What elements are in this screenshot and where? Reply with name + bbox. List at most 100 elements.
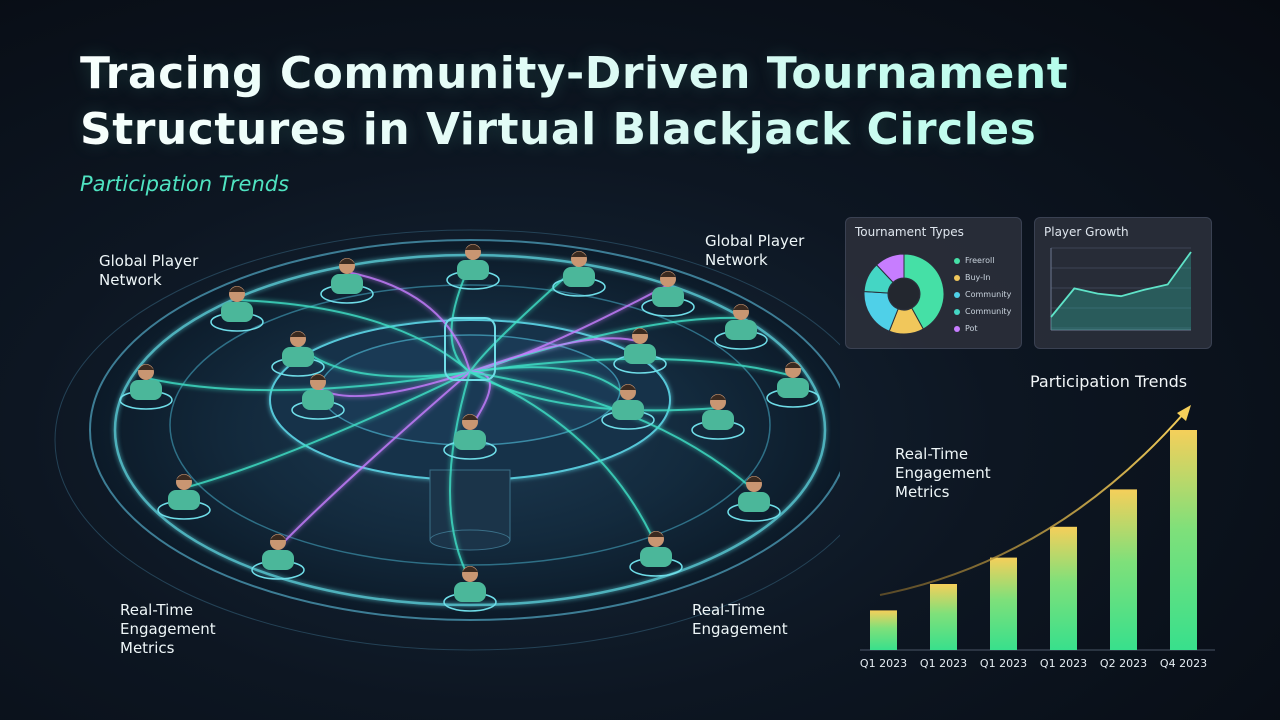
avatar-body	[624, 344, 656, 364]
network-link	[183, 371, 471, 489]
player-avatar	[291, 374, 345, 420]
network-link	[236, 299, 471, 373]
label-engagement-left: Real-Time Engagement Metrics	[120, 601, 216, 657]
player-avatar	[613, 328, 667, 374]
avatar-hair	[270, 534, 286, 540]
label-global-network-right: Global Player Network	[705, 232, 805, 269]
tournament-types-title: Tournament Types	[855, 225, 964, 239]
player-avatar	[251, 534, 305, 580]
avatar-hair	[746, 476, 762, 482]
x-tick-label: Q1 2023	[980, 657, 1027, 670]
legend-item: Freeroll	[954, 252, 1011, 269]
player-avatar	[629, 531, 683, 577]
page-subtitle: Participation Trends	[80, 172, 290, 196]
network-link	[469, 264, 580, 373]
avatar-hair	[462, 566, 478, 572]
x-tick-label: Q1 2023	[920, 657, 967, 670]
trend-arrow-head	[1177, 405, 1191, 421]
legend-item: Community	[954, 286, 1011, 303]
avatar-body	[282, 347, 314, 367]
avatar-hair	[339, 258, 355, 264]
avatar-hair	[571, 251, 587, 257]
tournament-types-legend: Freeroll Buy-In Community Community Pot	[954, 252, 1011, 337]
legend-dot	[954, 291, 960, 298]
network-link	[469, 371, 657, 546]
player-avatar	[119, 364, 173, 410]
avatar-hair	[632, 328, 648, 334]
avatar-hair	[310, 374, 326, 380]
bar	[930, 584, 957, 650]
tournament-types-panel: Tournament Types Freeroll Buy-In Communi…	[845, 217, 1022, 349]
legend-item: Buy-In	[954, 269, 1011, 286]
avatar-hair	[620, 384, 636, 390]
avatar-body	[331, 274, 363, 294]
avatar-body	[221, 302, 253, 322]
outer-rings	[54, 229, 840, 651]
avatar-body	[738, 492, 770, 512]
player-growth-panel: Player Growth	[1034, 217, 1212, 349]
avatar-hair	[462, 414, 478, 420]
donut-slice	[875, 253, 905, 284]
player-avatar	[766, 362, 820, 408]
avatar-hair	[733, 304, 749, 310]
x-tick-label: Q1 2023	[1040, 657, 1087, 670]
player-avatar	[446, 244, 500, 290]
avatar-body	[130, 380, 162, 400]
player-growth-title: Player Growth	[1044, 225, 1129, 239]
legend-dot	[954, 257, 960, 264]
player-network-diagram	[54, 229, 840, 651]
avatar-hair	[785, 362, 801, 368]
avatar-body	[725, 320, 757, 340]
avatar-body	[454, 582, 486, 602]
x-tick-label: Q4 2023	[1160, 657, 1207, 670]
avatar-body	[563, 267, 595, 287]
bar	[870, 610, 897, 650]
avatar-body	[454, 430, 486, 450]
network-link	[449, 371, 471, 581]
player-avatar	[157, 474, 211, 520]
player-avatar	[727, 476, 781, 522]
avatar-body	[168, 490, 200, 510]
network-link	[469, 366, 629, 399]
avatar-hair	[710, 394, 726, 400]
avatar-body	[302, 390, 334, 410]
player-avatar	[691, 394, 745, 440]
player-growth-chart	[1050, 247, 1192, 331]
player-avatar	[443, 414, 497, 460]
avatar-hair	[138, 364, 154, 370]
dealer-chair	[444, 317, 496, 381]
player-avatar	[714, 304, 768, 350]
player-avatar	[320, 258, 374, 304]
player-avatar	[641, 271, 695, 317]
bar	[990, 557, 1017, 650]
donut-hole	[889, 279, 919, 309]
trend-arrow-line	[879, 411, 1186, 596]
player-nodes	[119, 244, 820, 612]
legend-label: Community	[965, 290, 1012, 299]
tournament-types-donut	[863, 253, 945, 335]
label-engagement-right: Real-Time Engagement Metrics	[895, 445, 991, 501]
network-link	[346, 271, 471, 373]
bar	[1110, 489, 1137, 650]
growth-line	[1050, 251, 1192, 318]
avatar-hair	[229, 286, 245, 292]
avatar-hair	[465, 244, 481, 250]
x-tick-label: Q2 2023	[1100, 657, 1147, 670]
bar	[1050, 526, 1077, 650]
legend-dot	[954, 274, 960, 281]
participation-trends-chart: Q1 2023 Q1 2023 Q1 2023 Q1 2023 Q2 2023 Q4 20…	[860, 405, 1215, 670]
avatar-body	[262, 550, 294, 570]
legend-dot	[954, 325, 960, 332]
growth-area	[1051, 252, 1191, 330]
avatar-hair	[176, 474, 192, 480]
avatar-body	[652, 287, 684, 307]
donut-slice	[903, 253, 945, 330]
legend-label: Buy-In	[965, 273, 991, 282]
participation-trends-title: Participation Trends	[1030, 372, 1188, 391]
avatar-body	[457, 260, 489, 280]
label-engagement-bottom: Real-Time Engagement	[692, 601, 788, 638]
page-title: Tracing Community-Driven Tournament Stru…	[80, 46, 1240, 158]
x-tick-label: Q1 2023	[860, 657, 907, 670]
avatar-body	[777, 378, 809, 398]
legend-item: Pot	[954, 320, 1011, 337]
